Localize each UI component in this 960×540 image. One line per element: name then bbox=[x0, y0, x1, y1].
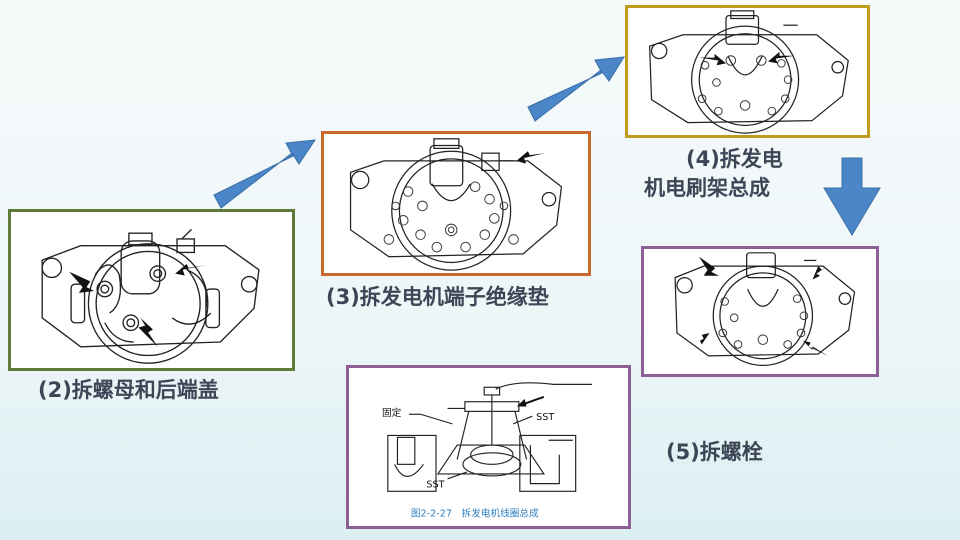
step3-image-frame bbox=[321, 131, 591, 276]
label-sst-top: SST bbox=[536, 412, 554, 423]
step2-caption: (2)拆螺母和后端盖 bbox=[38, 378, 219, 402]
pointer-arrow-bottom-right bbox=[802, 340, 828, 356]
pointer-arrow-top-left bbox=[698, 256, 719, 276]
pointer-arrow-bottom-left bbox=[684, 332, 710, 349]
alternator-brush-holder-drawing bbox=[648, 10, 849, 134]
alternator-bolts-drawing bbox=[674, 252, 856, 367]
pointer-arrow-left-screw bbox=[699, 53, 727, 66]
pointer-arrow-top-right bbox=[812, 262, 833, 280]
label-fixed: 固定 bbox=[382, 407, 402, 419]
coil-removal-figure-frame: 固定 SST SST 图2-2-27 拆发电机线圈总成 bbox=[346, 365, 631, 529]
pointer-arrow-bottom bbox=[138, 317, 158, 347]
pointer-arrow-right-screw bbox=[768, 51, 795, 64]
alternator-terminal-insulator-drawing bbox=[349, 138, 563, 271]
pointer-arrow-terminal bbox=[516, 151, 546, 164]
alternator-rear-cover-drawing bbox=[41, 228, 260, 364]
coil-assembly-removal-drawing: 固定 SST SST 图2-2-27 拆发电机线圈总成 bbox=[382, 382, 593, 519]
step3-caption: (3)拆发电机端子绝缘垫 bbox=[326, 285, 549, 309]
step4-image-frame bbox=[625, 5, 870, 138]
step5-image-frame bbox=[641, 246, 879, 377]
step4-caption-line1: (4)拆发电 bbox=[686, 147, 783, 171]
figure-caption: 图2-2-27 拆发电机线圈总成 bbox=[411, 507, 539, 519]
rotation-arrow bbox=[522, 395, 545, 406]
arrow-step2-to-step3 bbox=[213, 139, 317, 209]
step4-caption-line2: 机电刷架总成 bbox=[644, 176, 770, 200]
arrow-step4-to-step5 bbox=[823, 157, 881, 236]
step5-caption: (5)拆螺栓 bbox=[666, 440, 763, 464]
label-sst-bottom: SST bbox=[426, 479, 444, 490]
step2-image-frame bbox=[8, 209, 295, 371]
pointer-arrow-right bbox=[175, 264, 206, 276]
pointer-arrow-left bbox=[69, 271, 95, 293]
arrow-step3-to-step4 bbox=[527, 56, 625, 122]
